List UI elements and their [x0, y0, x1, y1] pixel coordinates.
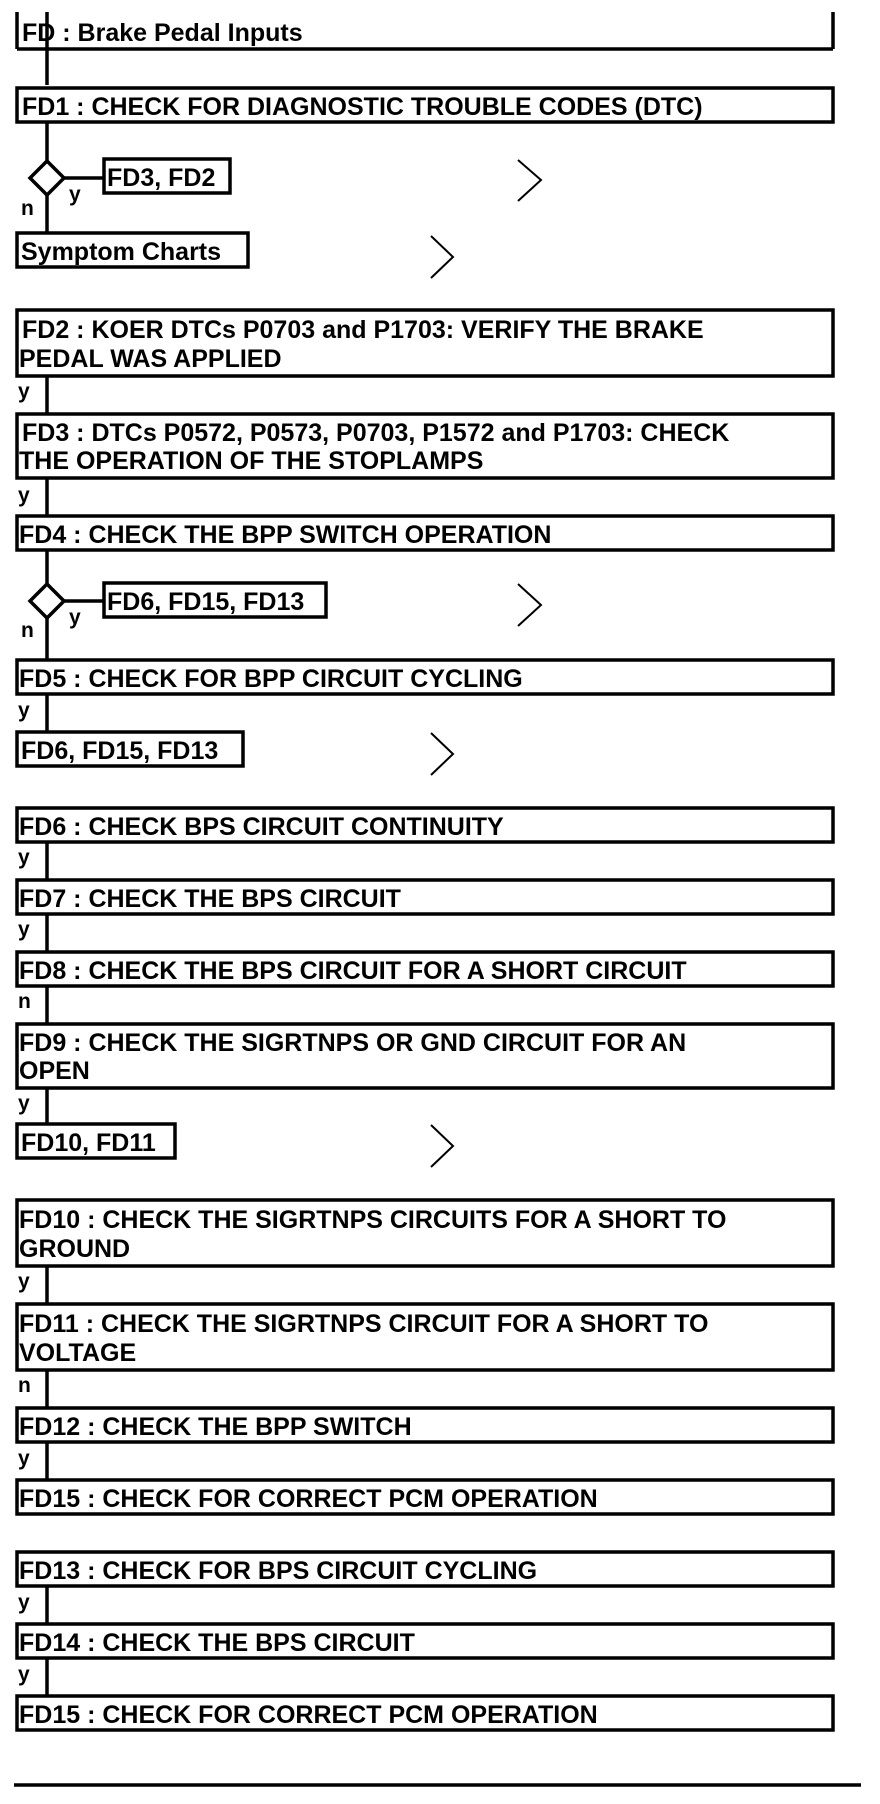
chevron-right-icon	[430, 235, 455, 279]
jump-label-symptom-charts: Symptom Charts	[21, 238, 221, 266]
jump-box-fd6-fd15-fd13	[102, 581, 328, 619]
step-fd15-text: FD15 : CHECK FOR CORRECT PCM OPERATION	[19, 1485, 598, 1513]
step-fd2-text-1: FD2 : KOER DTCs P0703 and P1703: VERIFY …	[22, 316, 704, 344]
step-fd15-box	[15, 1478, 835, 1516]
chevron-right-icon	[517, 583, 543, 627]
step-fd9-text-2: OPEN	[19, 1057, 90, 1085]
branch-label-no: n	[18, 1374, 31, 1397]
jump-box-fd6-fd15-fd13	[15, 730, 245, 768]
jump-label-fd3-fd2: FD3, FD2	[107, 164, 215, 192]
chevron-right-icon	[517, 159, 543, 202]
step-fd15-box	[15, 1694, 835, 1732]
branch-label-yes: y	[69, 606, 81, 629]
step-fd5-box	[15, 658, 835, 696]
step-fd2-text-2: PEDAL WAS APPLIED	[19, 345, 282, 373]
step-fd3-box	[15, 412, 835, 480]
chevron-right-icon	[430, 732, 455, 776]
branch-label-yes: y	[18, 699, 30, 722]
step-fd9-box	[15, 1022, 835, 1090]
step-fd11-text-2: VOLTAGE	[19, 1339, 136, 1367]
step-fd5-text: FD5 : CHECK FOR BPP CIRCUIT CYCLING	[19, 665, 523, 693]
step-fd4-box	[15, 514, 835, 552]
branch-label-no: n	[18, 990, 31, 1013]
branch-label-no: n	[21, 619, 34, 642]
step-fd1-box	[15, 86, 835, 124]
step-fd3-text-1: FD3 : DTCs P0572, P0573, P0703, P1572 an…	[22, 419, 729, 447]
step-fd12-text: FD12 : CHECK THE BPP SWITCH	[19, 1413, 412, 1441]
step-fd6-box	[15, 806, 835, 844]
branch-label-yes: y	[18, 1447, 30, 1470]
branch-label-yes: y	[18, 380, 30, 403]
step-fd1-text: FD1 : CHECK FOR DIAGNOSTIC TROUBLE CODES…	[22, 93, 703, 121]
step-fd10-text-2: GROUND	[19, 1235, 130, 1263]
branch-label-yes: y	[18, 846, 30, 869]
branch-label-yes: y	[18, 484, 30, 507]
step-fd10-text-1: FD10 : CHECK THE SIGRTNPS CIRCUITS FOR A…	[19, 1206, 726, 1234]
step-fd8-box	[15, 950, 835, 988]
jump-label-fd10-fd11: FD10, FD11	[21, 1129, 156, 1157]
step-fd11-text-1: FD11 : CHECK THE SIGRTNPS CIRCUIT FOR A …	[19, 1310, 708, 1338]
step-fd8-text: FD8 : CHECK THE BPS CIRCUIT FOR A SHORT …	[19, 957, 687, 985]
chevron-right-icon	[430, 1124, 455, 1168]
step-fd2-box	[15, 308, 835, 378]
jump-box-fd10-fd11	[15, 1122, 177, 1160]
flowchart-title: FD : Brake Pedal Inputs	[22, 19, 303, 47]
step-fd6-text: FD6 : CHECK BPS CIRCUIT CONTINUITY	[19, 813, 504, 841]
branch-label-no: n	[21, 197, 34, 220]
jump-box-symptom-charts	[15, 231, 250, 269]
step-fd11-box	[15, 1302, 835, 1372]
jump-box-fd3-fd2	[102, 157, 232, 195]
step-fd14-box	[15, 1622, 835, 1660]
step-fd7-text: FD7 : CHECK THE BPS CIRCUIT	[19, 885, 401, 913]
step-fd10-box	[15, 1198, 835, 1268]
step-fd13-text: FD13 : CHECK FOR BPS CIRCUIT CYCLING	[19, 1557, 537, 1585]
branch-label-yes: y	[69, 183, 81, 206]
branch-label-yes: y	[18, 1092, 30, 1115]
jump-label-fd6-fd15-fd13: FD6, FD15, FD13	[107, 588, 304, 616]
branch-label-yes: y	[18, 1663, 30, 1686]
branch-label-yes: y	[18, 918, 30, 941]
step-fd15-text: FD15 : CHECK FOR CORRECT PCM OPERATION	[19, 1701, 598, 1729]
step-fd4-text: FD4 : CHECK THE BPP SWITCH OPERATION	[19, 521, 551, 549]
step-fd3-text-2: THE OPERATION OF THE STOPLAMPS	[19, 447, 483, 475]
branch-label-yes: y	[18, 1591, 30, 1614]
branch-label-yes: y	[18, 1270, 30, 1293]
step-fd14-text: FD14 : CHECK THE BPS CIRCUIT	[19, 1629, 415, 1657]
step-fd12-box	[15, 1406, 835, 1444]
decision-diamond-2	[27, 581, 67, 621]
step-fd9-text-1: FD9 : CHECK THE SIGRTNPS OR GND CIRCUIT …	[19, 1029, 686, 1057]
decision-diamond-1	[27, 158, 67, 198]
jump-label-fd6-fd15-fd13: FD6, FD15, FD13	[21, 737, 218, 765]
step-fd13-box	[15, 1550, 835, 1588]
step-fd7-box	[15, 878, 835, 916]
